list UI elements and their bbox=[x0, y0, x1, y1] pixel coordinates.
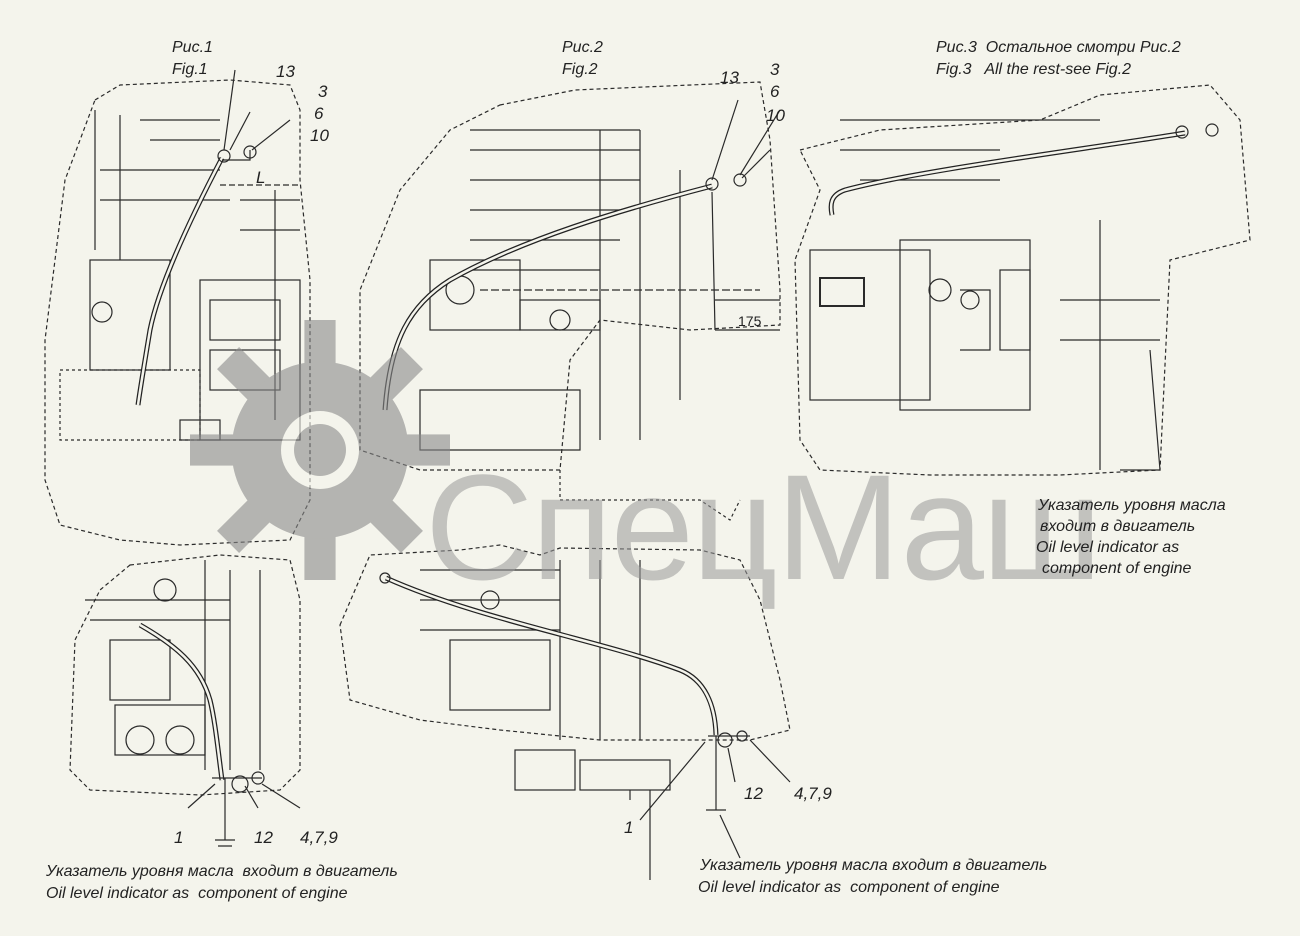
fig3-engine bbox=[794, 84, 1251, 476]
fig1-callout-3: 3 bbox=[318, 82, 328, 101]
fig1-callout-10: 10 bbox=[310, 126, 329, 145]
fig3-note-en-1: Oil level indicator as bbox=[1036, 539, 1180, 556]
bl-callout-12: 12 bbox=[254, 828, 273, 847]
bm-note-en: Oil level indicator as component of engi… bbox=[698, 879, 1000, 896]
fig3-note-ru-1: Указатель уровня масла bbox=[1038, 497, 1226, 514]
fig1-dimension-L: L bbox=[256, 168, 266, 187]
gear-icon bbox=[190, 320, 450, 580]
fig2-callout-13: 13 bbox=[720, 68, 739, 87]
bottom-middle-engine bbox=[339, 544, 791, 880]
fig3-title-ru: Рис.3 Остальное смотри Рис.2 bbox=[936, 39, 1181, 56]
fig2-callout-3: 3 bbox=[770, 60, 780, 79]
fig2-callout-6: 6 bbox=[770, 82, 780, 101]
fig3-note-ru-2: входит в двигатель bbox=[1040, 518, 1196, 535]
bl-callout-1: 1 bbox=[174, 828, 184, 847]
fig1-title-ru: Рис.1 bbox=[172, 39, 213, 56]
fig2-dimension-175: 175 bbox=[738, 313, 762, 329]
bm-callout-4-7-9: 4,7,9 bbox=[794, 784, 832, 803]
fig2-title-en: Fig.2 bbox=[562, 61, 598, 78]
watermark-text: СпецМаш bbox=[425, 443, 1102, 611]
fig3-note-en-2: component of engine bbox=[1042, 560, 1192, 577]
bm-callout-1: 1 bbox=[624, 818, 634, 837]
fig1-engine bbox=[44, 69, 311, 546]
bottom-left-engine bbox=[69, 554, 301, 847]
fig1-callout-13: 13 bbox=[276, 62, 295, 81]
fig3-title-en: Fig.3 All the rest-see Fig.2 bbox=[936, 61, 1132, 78]
bl-note-ru: Указатель уровня масла входит в двигател… bbox=[46, 863, 398, 880]
fig1-title-en: Fig.1 bbox=[172, 61, 208, 78]
bm-note-ru: Указатель уровня масла входит в двигател… bbox=[700, 857, 1048, 874]
fig2-callout-10: 10 bbox=[766, 106, 785, 125]
fig1-callout-6: 6 bbox=[314, 104, 324, 123]
bl-callout-4-7-9: 4,7,9 bbox=[300, 828, 338, 847]
fig2-title-ru: Рис.2 bbox=[562, 39, 603, 56]
bm-callout-12: 12 bbox=[744, 784, 763, 803]
fig2-engine bbox=[359, 81, 781, 521]
bl-note-en: Oil level indicator as component of engi… bbox=[46, 885, 348, 902]
